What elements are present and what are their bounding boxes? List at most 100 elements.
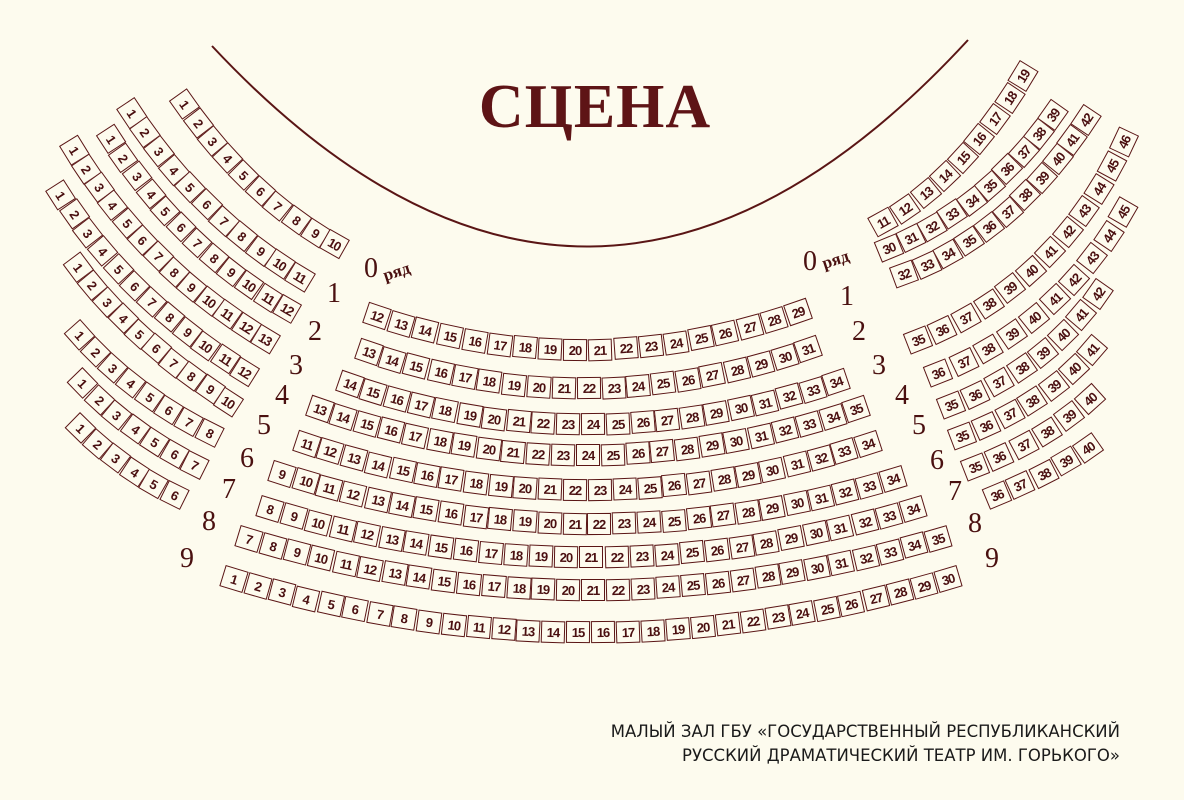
seat[interactable]: 13 <box>380 560 409 587</box>
seat[interactable]: 22 <box>530 411 557 435</box>
seat[interactable]: 19 <box>450 432 478 459</box>
seat[interactable]: 14 <box>405 564 433 590</box>
seat[interactable]: 20 <box>537 511 563 535</box>
seat[interactable]: 21 <box>714 611 742 637</box>
seat[interactable]: 20 <box>556 578 581 602</box>
seat[interactable]: 11 <box>331 550 360 578</box>
seat[interactable]: 11 <box>328 515 357 543</box>
seat[interactable]: 29 <box>758 494 787 521</box>
seat[interactable]: 17 <box>478 540 505 566</box>
seat[interactable]: 21 <box>588 338 613 362</box>
seat[interactable]: 16 <box>591 621 616 644</box>
seat[interactable]: 24 <box>575 443 600 467</box>
seat[interactable]: 23 <box>555 412 581 436</box>
seat[interactable]: 31 <box>746 422 775 450</box>
seat[interactable]: 20 <box>512 476 539 500</box>
seat[interactable]: 19 <box>487 473 514 498</box>
seat[interactable]: 19 <box>537 337 563 361</box>
seat[interactable]: 25 <box>680 573 707 598</box>
seat[interactable]: 13 <box>515 619 542 643</box>
seat[interactable]: 25 <box>605 412 631 436</box>
seat[interactable]: 12 <box>490 617 517 642</box>
seat[interactable]: 12 <box>356 555 384 582</box>
seat[interactable]: 18 <box>505 576 532 600</box>
seat[interactable]: 29 <box>778 559 806 586</box>
seat[interactable]: 28 <box>673 436 701 461</box>
seat[interactable]: 14 <box>388 491 416 519</box>
seat[interactable]: 23 <box>587 478 613 502</box>
seat[interactable]: 10 <box>440 612 467 638</box>
seat[interactable]: 26 <box>674 366 702 393</box>
seat[interactable]: 21 <box>537 477 563 501</box>
seat[interactable]: 17 <box>486 332 514 358</box>
seat[interactable]: 28 <box>752 529 780 556</box>
seat[interactable]: 24 <box>636 510 662 534</box>
seat[interactable]: 27 <box>685 470 713 496</box>
seat[interactable]: 29 <box>698 432 726 458</box>
seat[interactable]: 24 <box>662 330 690 356</box>
seat[interactable]: 19 <box>531 577 556 601</box>
seat[interactable]: 19 <box>512 509 538 534</box>
seat[interactable]: 17 <box>437 466 465 493</box>
seat[interactable]: 27 <box>728 533 755 560</box>
seat[interactable]: 27 <box>729 567 757 593</box>
seat[interactable]: 22 <box>612 336 639 361</box>
seat[interactable]: 15 <box>412 496 441 523</box>
seat[interactable]: 15 <box>566 621 591 644</box>
seat[interactable]: 28 <box>753 563 782 590</box>
seat[interactable]: 21 <box>505 409 532 434</box>
seat[interactable]: 28 <box>709 466 738 492</box>
seat[interactable]: 13 <box>377 526 406 553</box>
seat[interactable]: 18 <box>476 368 503 395</box>
seat[interactable]: 26 <box>704 570 732 596</box>
seat[interactable]: 19 <box>501 372 528 397</box>
seat[interactable]: 25 <box>678 540 705 565</box>
seat[interactable]: 26 <box>629 410 656 435</box>
seat[interactable]: 24 <box>612 477 638 501</box>
seat[interactable]: 25 <box>636 475 663 500</box>
seat[interactable]: 8 <box>390 605 418 631</box>
seat[interactable]: 17 <box>480 574 507 598</box>
seat[interactable]: 25 <box>661 508 687 533</box>
seat[interactable]: 27 <box>710 502 737 528</box>
seat[interactable]: 18 <box>511 335 538 360</box>
seat[interactable]: 12 <box>353 520 382 548</box>
seat[interactable]: 21 <box>551 376 577 400</box>
seat[interactable]: 25 <box>649 370 677 396</box>
seat[interactable]: 22 <box>604 545 629 569</box>
seat[interactable]: 26 <box>703 537 730 563</box>
seat[interactable]: 24 <box>625 373 652 398</box>
seat[interactable]: 20 <box>475 436 503 462</box>
seat[interactable]: 22 <box>606 578 631 601</box>
seat[interactable]: 7 <box>365 601 394 627</box>
seat[interactable]: 25 <box>600 443 626 466</box>
seat[interactable]: 19 <box>665 617 692 641</box>
seat[interactable]: 23 <box>629 544 655 568</box>
seat[interactable]: 24 <box>655 575 681 600</box>
seat[interactable]: 16 <box>455 571 482 596</box>
seat[interactable]: 19 <box>528 544 554 568</box>
seat[interactable]: 22 <box>587 512 612 535</box>
seat[interactable]: 17 <box>616 620 641 644</box>
seat[interactable]: 28 <box>734 499 762 525</box>
seat[interactable]: 18 <box>503 543 529 567</box>
seat[interactable]: 14 <box>402 530 431 557</box>
seat[interactable]: 16 <box>413 462 441 489</box>
seat[interactable]: 30 <box>782 489 811 517</box>
seat[interactable]: 27 <box>654 407 681 433</box>
seat[interactable]: 23 <box>764 604 792 631</box>
seat[interactable]: 24 <box>788 600 816 627</box>
seat[interactable]: 28 <box>678 404 706 430</box>
seat[interactable]: 13 <box>363 486 392 514</box>
seat[interactable]: 32 <box>851 544 880 571</box>
seat[interactable]: 20 <box>554 546 579 569</box>
seat[interactable]: 18 <box>487 507 514 532</box>
seat[interactable]: 21 <box>581 578 606 602</box>
seat[interactable]: 15 <box>427 534 455 560</box>
seat[interactable]: 18 <box>425 428 454 455</box>
seat[interactable]: 23 <box>550 443 576 466</box>
seat[interactable]: 26 <box>837 590 866 617</box>
seat[interactable]: 11 <box>465 615 492 640</box>
seat[interactable]: 17 <box>451 364 479 391</box>
seat[interactable]: 25 <box>812 595 841 622</box>
